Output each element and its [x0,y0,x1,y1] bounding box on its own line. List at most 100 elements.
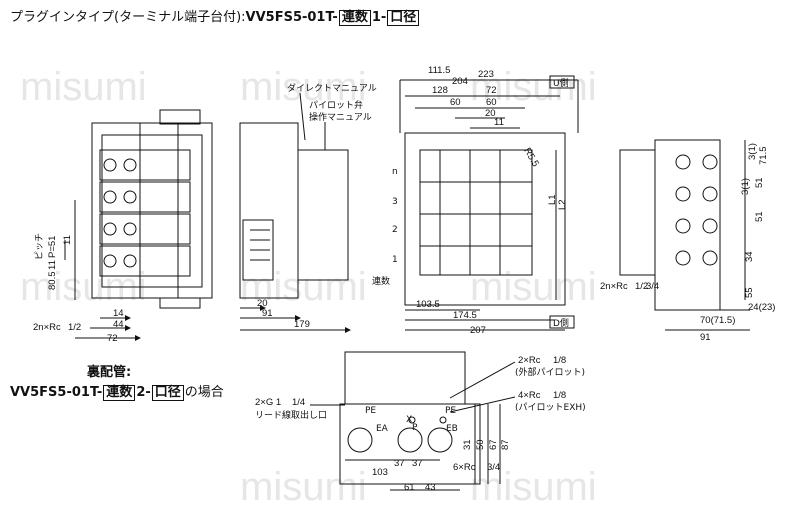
dim-103-5: 103.5 [416,299,440,310]
dim-128: 128 [432,85,448,96]
sub-suffix: の場合 [184,385,224,400]
view-bottom [339,351,501,491]
port-pe-right: PE [445,406,456,416]
dim-51-b: 51 [754,211,765,222]
dim-14: 14 [113,308,124,319]
bottom-base [339,403,481,485]
exh-label: (パイロットEXH) [515,402,586,413]
dim-91-right: 91 [700,332,711,343]
valve-row [99,149,191,181]
title-mid: 1- [371,10,387,25]
dim-20: 20 [257,298,268,309]
sub-box-rensu: 連数 [103,385,136,401]
d-side-label: D側 [553,317,569,329]
dim-204: 204 [452,76,468,87]
rc-threeq-right-size: 3/4 [646,281,659,292]
rc-34-label: 6×Rc [453,462,476,473]
title-model: VV5FS5-01T- [245,10,338,25]
dim-223: 223 [478,69,494,80]
sub-box-koukei: 口径 [151,385,184,401]
dim-37-b: 37 [412,458,423,469]
dim-43: 43 [425,482,436,493]
dim-L1: L1 [547,194,558,205]
dim-174-5: 174.5 [453,310,477,321]
ext-pilot-rc: 2×Rc [518,355,541,366]
dim-179: 179 [294,319,310,330]
pilot-valve-label: パイロット弁 [309,99,363,111]
pitch-value: P=51 [47,236,58,258]
valve-row [99,213,191,245]
port-x: X [406,415,412,425]
dim-70-71-5: 70(71.5) [700,315,735,326]
view-top-plan [64,109,213,341]
sub-mid: 2- [136,385,151,400]
dim-34: 34 [744,251,755,262]
port-pe-left: PE [365,406,376,416]
dim-3-1-b: 3(1) [740,178,751,195]
watermark: misumi [20,65,147,109]
dim-87: 87 [500,439,511,450]
manifold-body [91,122,213,299]
watermark: misumi [470,465,597,509]
radius-r5-5: R5.5 [521,146,541,169]
rc-half-left-size: 1/2 [68,322,81,333]
bottom-top-body [344,351,466,405]
lead-label: リード線取出し口 [255,409,327,421]
dim-44: 44 [113,319,124,330]
back-piping-title: 裏配管: [87,365,132,380]
rc-half-right-size: 1/2 [635,281,648,292]
dim-11-top: 11 [494,117,504,128]
ext-pilot-label: (外部パイロット) [515,366,585,378]
dim-207: 207 [470,325,486,336]
terminal-block [242,219,274,281]
title-box-rensu: 連数 [338,10,371,26]
watermark: misumi [240,265,367,309]
rensu-label: 連数 [372,275,390,287]
dim-31: 31 [462,439,473,450]
title-box-koukei: 口径 [387,10,420,26]
dim-67: 67 [488,439,499,450]
dim-3-1: 3(1) [747,143,758,160]
ext-pilot-size: 1/8 [553,355,566,366]
dim-60-a: 60 [450,97,461,108]
dim-11: 11 [47,260,58,270]
dim-50: 50 [475,439,486,450]
port-eb: EB [446,424,458,434]
g-label: 2×G 1 [255,397,281,408]
dim-80-5: 80.5 [47,272,58,291]
row-n: n [392,167,398,177]
sub-model: VV5FS5-01T- [10,385,103,400]
view-right [619,139,750,331]
watermark-group: misumi misumi misumi misumi misumi misum… [20,65,597,509]
dim-61: 61 [404,482,415,493]
dim-71-5: 71.5 [758,147,769,166]
rc-half-right: 2n×Rc [600,281,628,292]
valve-row [99,245,191,277]
pilot-manual-label: 操作マニュアル [309,111,372,123]
row-2: 2 [392,225,398,235]
rc-half-left: 2n×Rc [33,322,61,333]
port-ea: EA [376,424,389,434]
dim-37-a: 37 [394,458,405,469]
dim-24-23: 24(23) [748,302,775,313]
dim-55: 55 [744,287,755,298]
view-front [399,79,579,331]
pitch-label: ピッチ [34,233,45,260]
direct-manual-label: ダイレクトマニュアル [287,82,377,94]
dim-111-5: 111.5 [428,65,450,76]
dim-11-b: 11 [62,235,73,245]
valve-stack [101,134,203,288]
title-prefix: プラグインタイプ(ターミナル端子台付): [10,10,246,25]
rc-34-size: 3/4 [487,462,500,473]
exh-rc: 4×Rc [518,390,541,401]
dim-51-a: 51 [754,177,765,188]
u-side-label: U側 [553,77,569,89]
watermark: misumi [240,65,367,109]
right-body [654,139,721,311]
watermark: misumi [470,265,597,309]
dim-72: 72 [107,333,118,344]
valve-row [99,181,191,213]
